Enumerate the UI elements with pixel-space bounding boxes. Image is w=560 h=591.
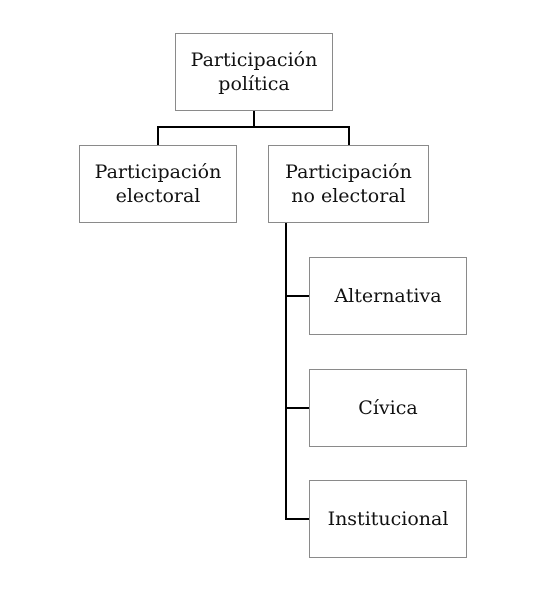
node-label: Participación electoral: [94, 161, 222, 207]
connector-to-alternativa: [285, 295, 310, 297]
node-label: Alternativa: [334, 285, 442, 307]
connector-to-electoral: [157, 126, 159, 145]
node-alternativa: Alternativa: [309, 257, 467, 335]
connector-spine: [285, 223, 287, 520]
connector-root-down: [253, 111, 255, 127]
node-institucional: Institucional: [309, 480, 467, 558]
node-civica: Cívica: [309, 369, 467, 447]
connector-level1-bar: [157, 126, 350, 128]
connector-to-no-electoral: [348, 126, 350, 145]
connector-to-civica: [285, 407, 310, 409]
node-label: Participación política: [190, 49, 318, 95]
node-label: Participación no electoral: [285, 161, 412, 207]
connector-to-institucional: [285, 518, 310, 520]
node-label: Institucional: [327, 508, 449, 530]
node-participacion-politica: Participación política: [175, 33, 333, 111]
node-participacion-electoral: Participación electoral: [79, 145, 237, 223]
node-label: Cívica: [358, 397, 418, 419]
node-participacion-no-electoral: Participación no electoral: [268, 145, 429, 223]
